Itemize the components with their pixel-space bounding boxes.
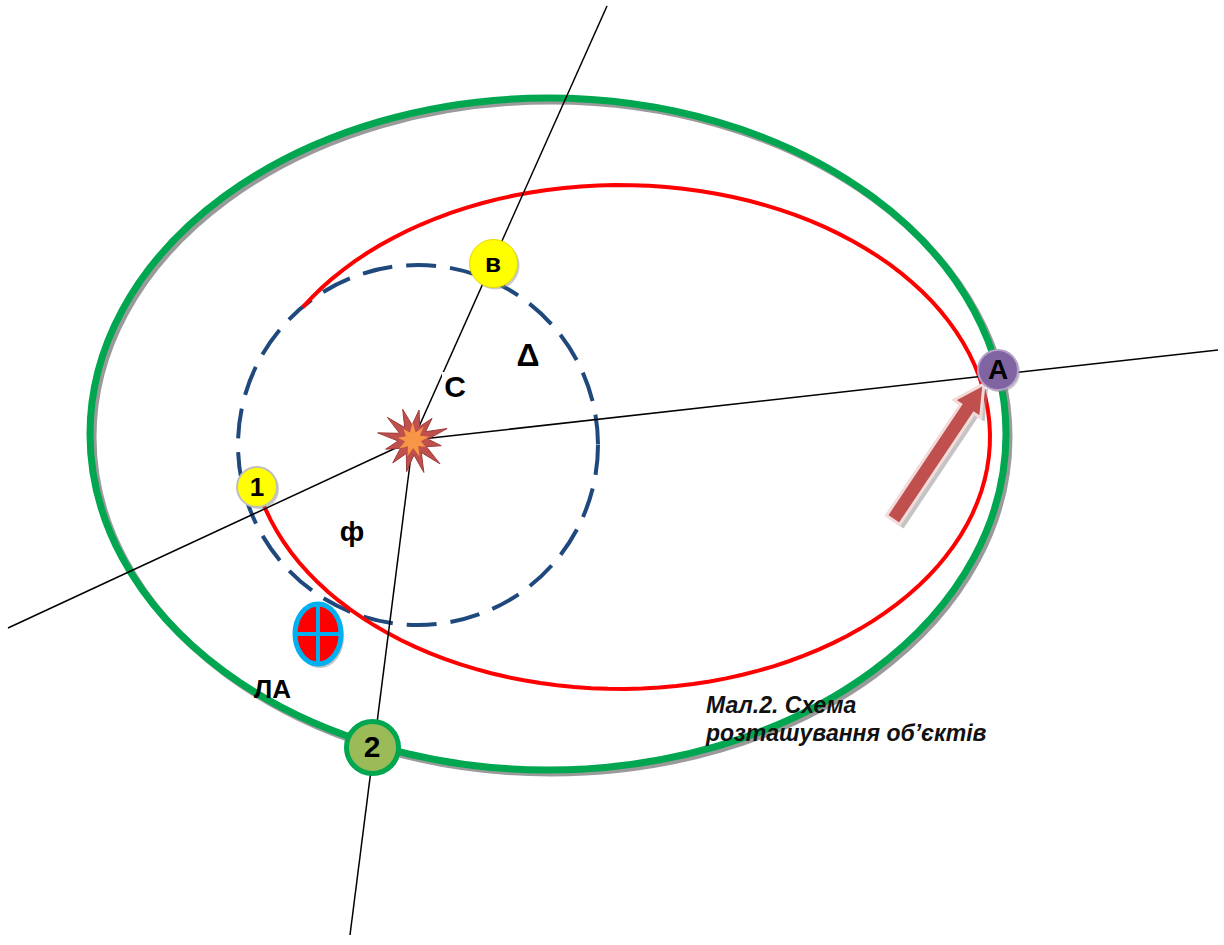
marker-cross xyxy=(296,632,340,636)
transfer-orbit xyxy=(257,185,990,689)
point-circle xyxy=(978,350,1018,390)
point-label: А xyxy=(988,356,1008,384)
point-circle xyxy=(346,721,398,773)
orbit-point: А xyxy=(977,349,1019,391)
star-outer xyxy=(378,409,447,472)
point-label: ЛА xyxy=(254,676,291,702)
angle-label: ф xyxy=(338,518,367,546)
axis-ray xyxy=(350,440,413,935)
point-label: 2 xyxy=(364,732,381,762)
axis-lines xyxy=(8,6,1218,935)
axis-ray xyxy=(8,440,413,628)
orbit-point: в xyxy=(469,239,518,288)
aircraft-marker: ЛА xyxy=(250,598,350,706)
direction-arrow xyxy=(886,384,984,524)
axis-ray xyxy=(413,6,607,440)
point-label: 1 xyxy=(250,474,264,500)
point-circle xyxy=(237,467,277,507)
figure-caption: Мал.2. Схема розташування об’єктів xyxy=(706,692,1036,747)
star-inner xyxy=(398,422,429,457)
angle-label: Δ xyxy=(515,339,542,371)
outer-orbit xyxy=(90,98,1006,770)
center-star xyxy=(378,409,447,472)
marker-body xyxy=(295,604,341,664)
point-circle xyxy=(469,239,517,287)
orbit-point: 1 xyxy=(236,466,278,508)
point-label: в xyxy=(485,250,501,276)
angle-label: С xyxy=(442,372,468,402)
orbit-point: 2 xyxy=(344,719,401,776)
dashed-orbit xyxy=(238,265,598,625)
